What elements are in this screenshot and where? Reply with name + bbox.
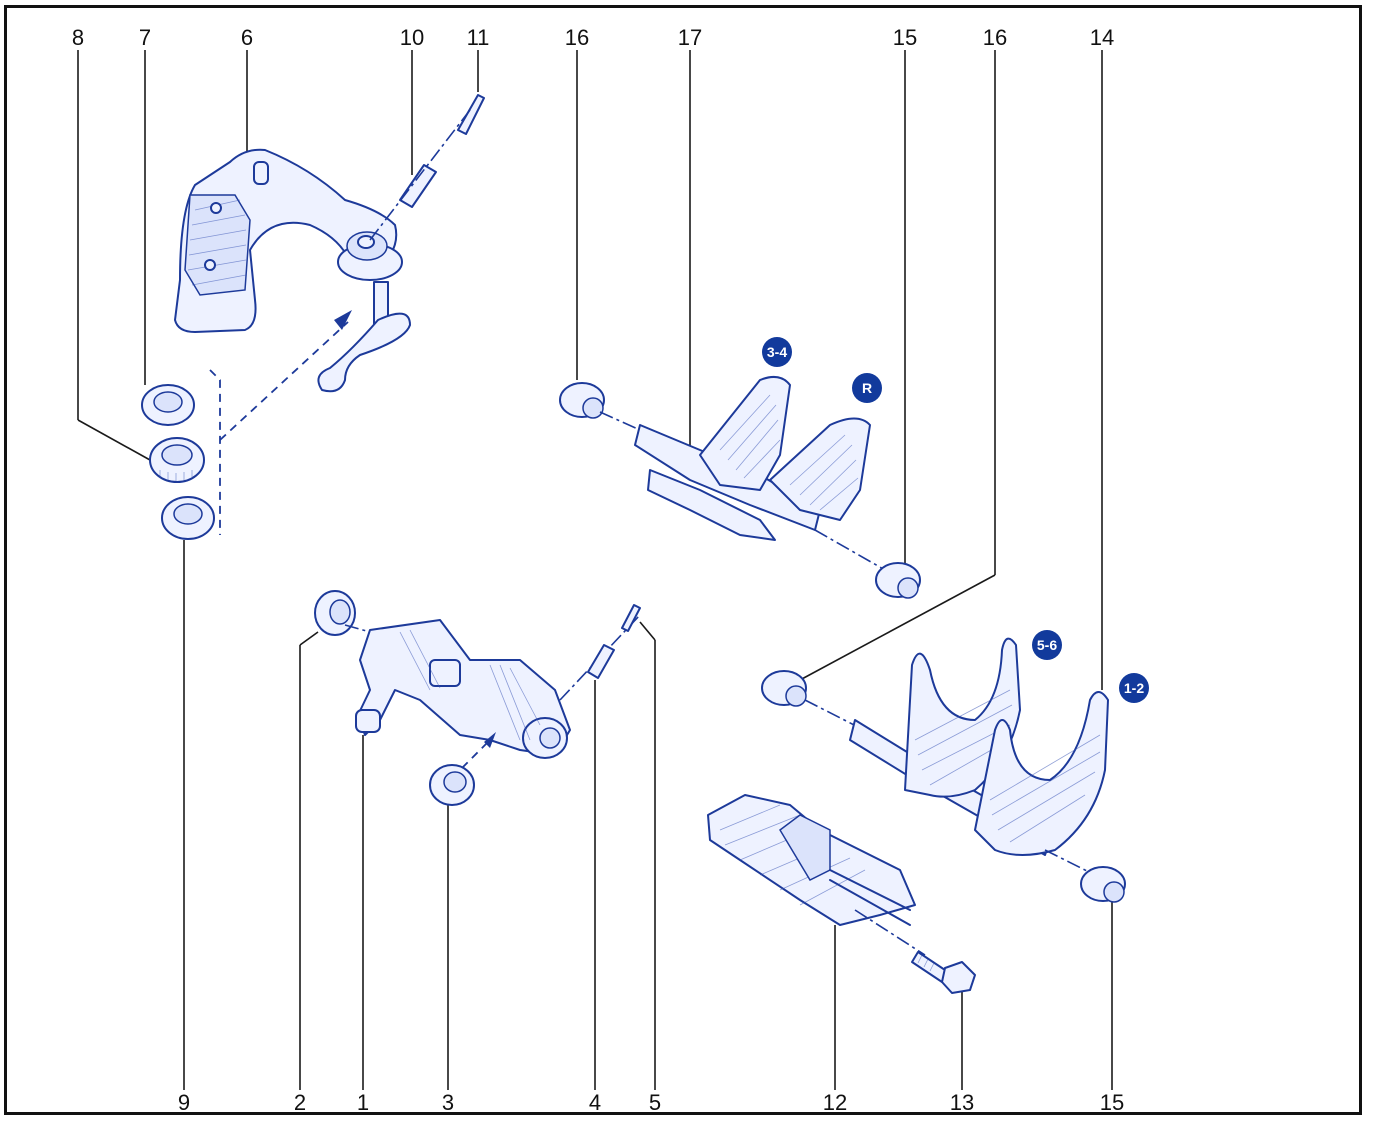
callout-16a-top: 16 xyxy=(565,25,589,50)
callout-13-bottom: 13 xyxy=(950,1090,974,1115)
callout-10-top: 10 xyxy=(400,25,424,50)
roll-pin-4 xyxy=(587,644,615,679)
svg-text:1-2: 1-2 xyxy=(1124,680,1144,696)
callout-17-top: 17 xyxy=(678,25,702,50)
callout-12-bottom: 12 xyxy=(823,1090,847,1115)
assembly-arrow-lower xyxy=(461,739,491,769)
badge-fork-34: 3-4 xyxy=(762,337,792,367)
callout-15a-top: 15 xyxy=(893,25,917,50)
callout-9-bottom: 9 xyxy=(178,1090,190,1115)
roll-pin-5 xyxy=(621,604,641,632)
callout-15b-bottom: 15 xyxy=(1100,1090,1124,1115)
washer-2 xyxy=(314,590,356,636)
needle-bearing-8 xyxy=(149,437,205,483)
leader-16b2 xyxy=(799,574,996,681)
rail-axis-upper xyxy=(599,411,641,431)
bolt-axis xyxy=(854,909,926,956)
bushing-9 xyxy=(161,496,215,540)
svg-text:R: R xyxy=(862,380,872,396)
callout-6-top: 6 xyxy=(241,25,253,50)
bushing-3 xyxy=(429,764,475,806)
pad-15-lower xyxy=(1080,866,1126,903)
shift-rail-fork-assembly-lower xyxy=(849,637,1109,856)
badge-fork-12: 1-2 xyxy=(1119,673,1149,703)
rail-axis-lower-b xyxy=(1044,849,1096,876)
callout-2-bottom: 2 xyxy=(294,1090,306,1115)
callout-8-top: 8 xyxy=(72,25,84,50)
callout-4-bottom: 4 xyxy=(589,1090,601,1115)
shaft-axis xyxy=(344,624,371,633)
pad-16-lower xyxy=(761,670,807,707)
leader-8b xyxy=(77,419,151,461)
pad-16-upper xyxy=(559,382,605,419)
leader-2b xyxy=(299,631,319,646)
assembly-arrow-upper xyxy=(209,310,352,535)
callout-7-top: 7 xyxy=(139,25,151,50)
guide-plate-12 xyxy=(707,794,916,926)
rail-axis-lower xyxy=(804,699,861,729)
svg-text:3-4: 3-4 xyxy=(767,344,787,360)
callout-11-top: 11 xyxy=(467,25,490,50)
bolt-13 xyxy=(911,951,976,994)
roll-pin-11 xyxy=(457,94,485,135)
badge-fork-56: 5-6 xyxy=(1032,630,1062,660)
badge-fork-r: R xyxy=(852,373,882,403)
roll-pin-10 xyxy=(399,164,437,208)
svg-text:5-6: 5-6 xyxy=(1037,637,1057,653)
shift-rail-fork-assembly-17 xyxy=(634,375,871,541)
callouts-bottom: 9 2 1 3 4 5 12 13 15 xyxy=(178,1090,1124,1115)
selector-shaft-part xyxy=(355,619,571,759)
bushing-7 xyxy=(141,384,195,426)
callout-14-top: 14 xyxy=(1090,25,1114,50)
callout-3-bottom: 3 xyxy=(442,1090,454,1115)
pad-15-upper xyxy=(875,562,921,599)
pin-axis xyxy=(369,109,471,241)
leader-lines xyxy=(77,50,1113,1090)
rail-axis-upper-b xyxy=(814,529,886,571)
callouts-top: 8 7 6 10 11 16 17 15 16 14 xyxy=(72,25,1114,50)
selector-housing-part xyxy=(174,148,411,393)
leader-5b xyxy=(639,621,656,641)
callout-16b-top: 16 xyxy=(983,25,1007,50)
callout-5-bottom: 5 xyxy=(649,1090,661,1115)
callout-1-bottom: 1 xyxy=(357,1090,369,1115)
